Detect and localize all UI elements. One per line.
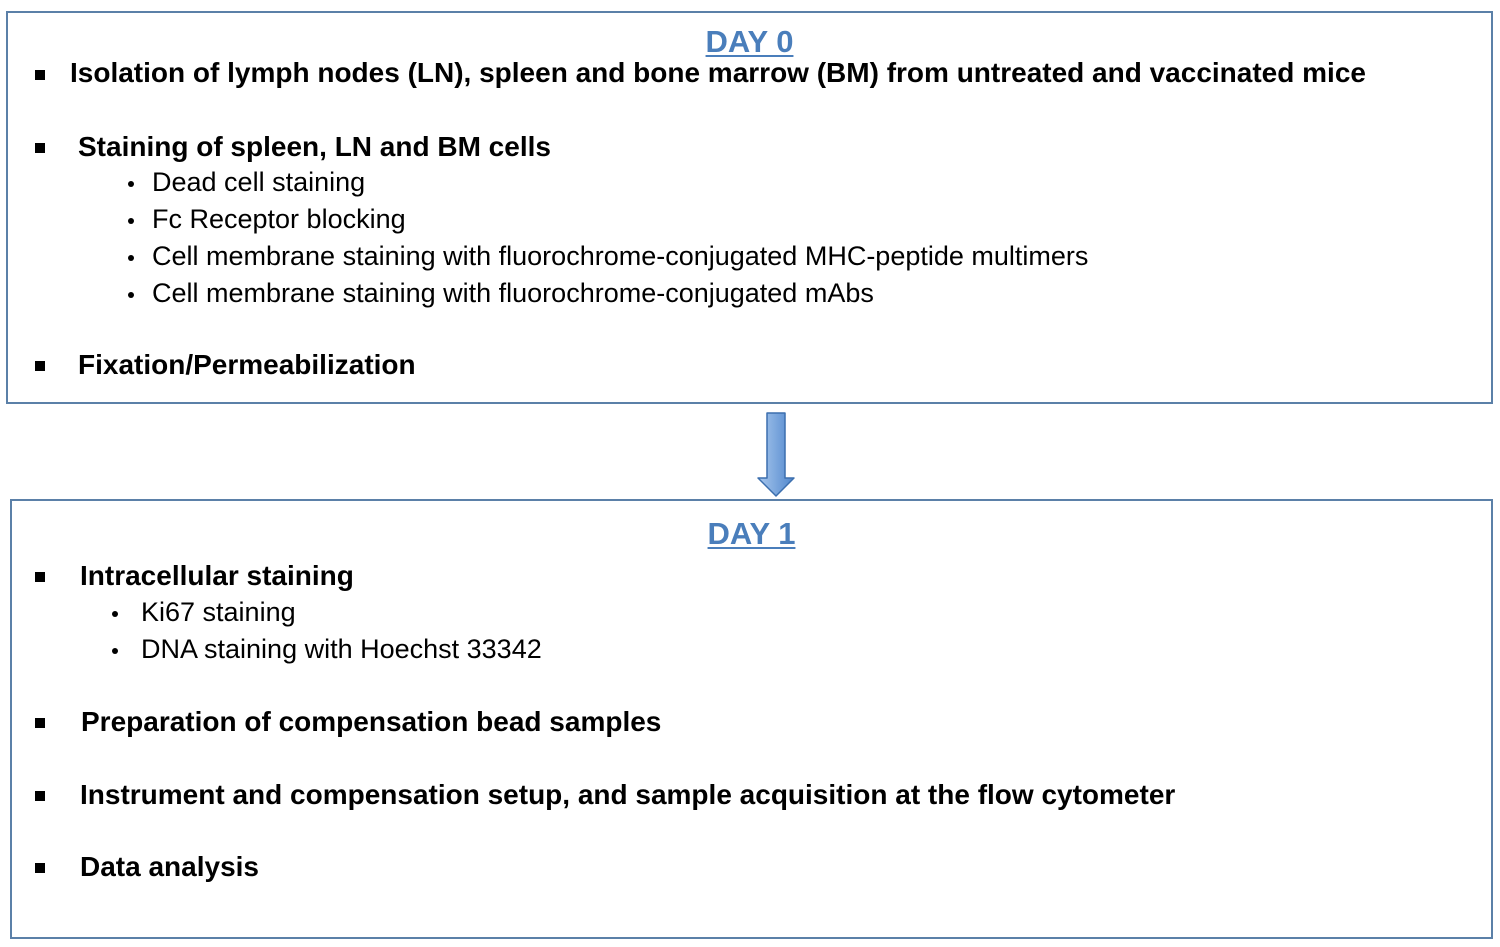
day1-item-intracellular: Intracellular staining <box>80 560 354 591</box>
day0-item-isolation: Isolation of lymph nodes (LN), spleen an… <box>70 57 1366 88</box>
day0-title: DAY 0 <box>705 24 794 59</box>
round-bullet-icon <box>128 181 134 187</box>
day0-subitem-mabs: Cell membrane staining with fluorochrome… <box>152 278 874 308</box>
day1-item-instrument-setup: Instrument and compensation setup, and s… <box>80 779 1176 810</box>
down-arrow-icon <box>757 412 795 497</box>
round-bullet-icon <box>128 292 134 298</box>
day0-subitem-dead-cell: Dead cell staining <box>152 167 366 197</box>
day1-item-data-analysis: Data analysis <box>80 851 259 882</box>
square-bullet-icon <box>35 863 45 873</box>
square-bullet-icon <box>35 143 45 153</box>
square-bullet-icon <box>35 572 45 582</box>
round-bullet-icon <box>112 611 118 617</box>
day0-subitem-fc-receptor: Fc Receptor blocking <box>152 204 406 234</box>
round-bullet-icon <box>128 218 134 224</box>
square-bullet-icon <box>35 718 45 728</box>
day1-box: DAY 1 Intracellular staining Ki67 staini… <box>10 499 1493 939</box>
round-bullet-icon <box>128 255 134 261</box>
round-bullet-icon <box>112 648 118 654</box>
square-bullet-icon <box>35 361 45 371</box>
day1-title: DAY 1 <box>707 516 796 551</box>
day0-subitem-multimers: Cell membrane staining with fluorochrome… <box>152 241 1089 271</box>
square-bullet-icon <box>35 70 45 80</box>
day0-item-staining: Staining of spleen, LN and BM cells <box>78 131 551 162</box>
day0-box: DAY 0 Isolation of lymph nodes (LN), spl… <box>6 11 1493 404</box>
day0-item-fixation: Fixation/Permeabilization <box>78 349 416 380</box>
day1-subitem-ki67: Ki67 staining <box>141 597 296 627</box>
day1-item-compensation-beads: Preparation of compensation bead samples <box>81 706 662 737</box>
square-bullet-icon <box>35 791 45 801</box>
day1-subitem-dna: DNA staining with Hoechst 33342 <box>141 634 542 664</box>
